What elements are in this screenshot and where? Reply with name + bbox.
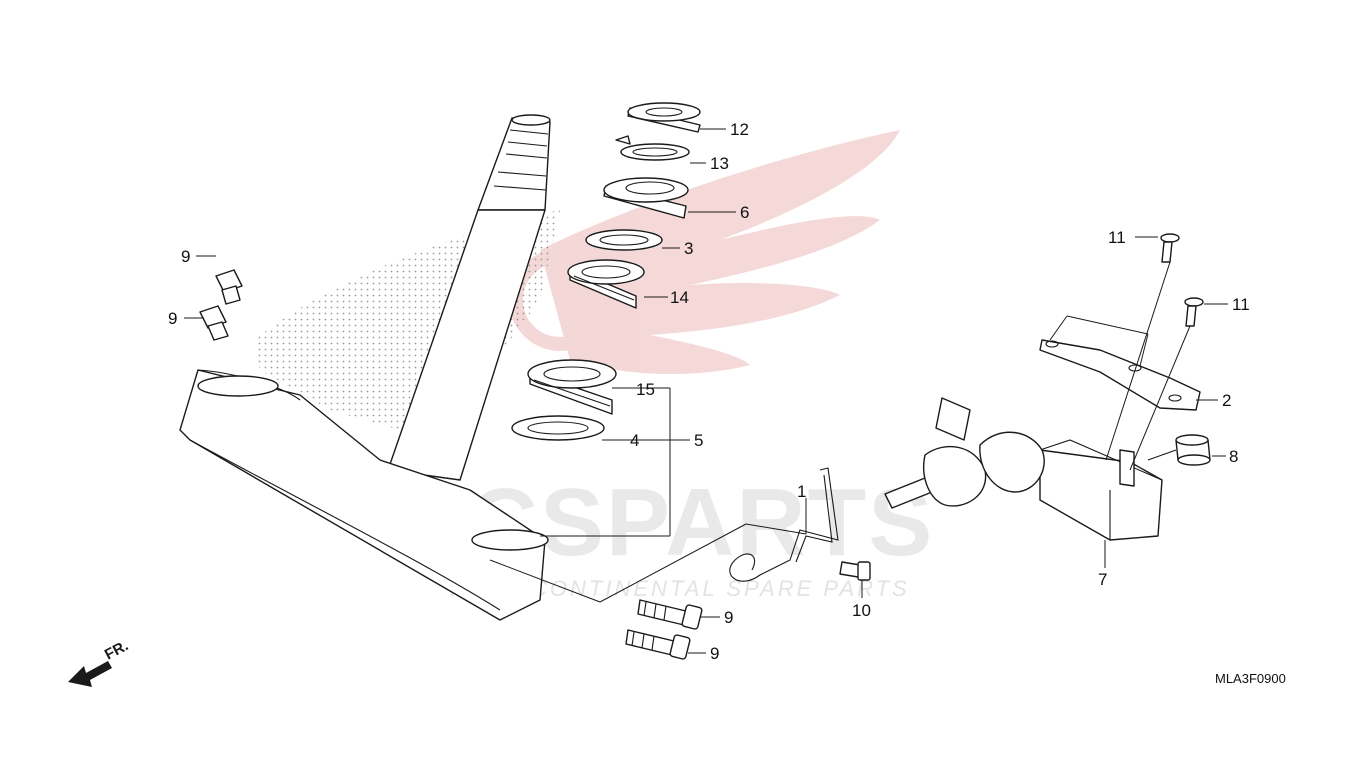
leader-lines (184, 128, 1228, 654)
wing-logo-watermark (509, 130, 900, 375)
front-direction-arrow: FR. (68, 637, 131, 687)
bolt-9-middle (199, 305, 229, 341)
bolt-9-lower-b (625, 629, 691, 660)
dust-seal-3 (585, 229, 663, 251)
key (884, 397, 1045, 509)
lock-washer-13 (615, 135, 690, 161)
lower-dust-seal-4 (511, 415, 605, 441)
callout-11-a: 11 (1108, 228, 1126, 247)
direction-label: FR. (102, 637, 131, 663)
callout-1: 1 (797, 482, 806, 501)
callout-2: 2 (1222, 391, 1231, 410)
callout-6: 6 (740, 203, 749, 222)
wire-clip-1 (729, 467, 839, 582)
callout-11-b: 11 (1232, 295, 1250, 314)
callout-14: 14 (670, 288, 689, 307)
callout-10: 10 (852, 601, 871, 620)
steering-stem (179, 114, 551, 621)
lower-bearing-15 (527, 359, 617, 415)
callout-12: 12 (730, 120, 749, 139)
screw-11-a (1160, 233, 1180, 263)
bolt-10 (839, 561, 871, 581)
callout-7: 7 (1098, 570, 1107, 589)
bolt-9-top (215, 269, 243, 305)
callout-9-top: 9 (181, 247, 190, 266)
bearing-stack (511, 102, 701, 441)
callout-labels: 12 13 6 3 14 15 4 5 9 9 9 9 1 10 11 11 2… (168, 120, 1250, 663)
callout-8: 8 (1229, 447, 1238, 466)
callout-9-lower-a: 9 (724, 608, 733, 627)
screw-11-b (1184, 297, 1204, 327)
grommet-8 (1175, 434, 1211, 466)
callout-3: 3 (684, 239, 693, 258)
callout-15: 15 (636, 380, 655, 399)
adjusting-nut-6 (603, 177, 689, 219)
callout-9-lower-b: 9 (710, 644, 719, 663)
lock-nut-12 (627, 102, 701, 133)
arrow-left-icon (68, 661, 112, 687)
diagram-code: MLA3F0900 (1215, 671, 1286, 686)
bracket-2 (1039, 339, 1201, 411)
callout-5: 5 (694, 431, 703, 450)
callout-9-middle: 9 (168, 309, 177, 328)
callout-4: 4 (630, 431, 639, 450)
callout-13: 13 (710, 154, 729, 173)
bolt-9-lower-a (637, 599, 703, 630)
ignition-switch-7 (1039, 439, 1163, 541)
upper-bearing-14 (567, 259, 645, 309)
